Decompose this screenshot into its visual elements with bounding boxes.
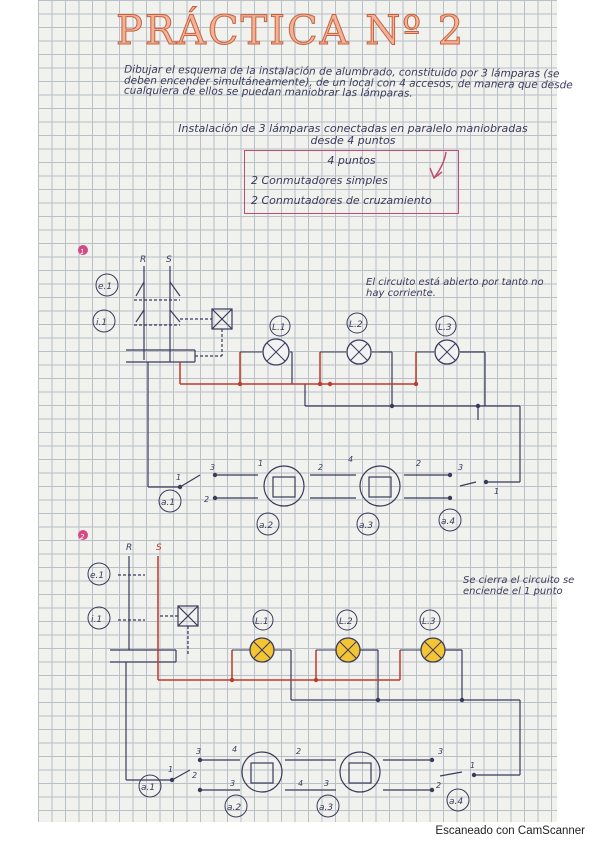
lamp-3-label: L.3 [422,617,436,627]
lamp-on-icon [316,637,361,663]
terminal-label: 4 [232,745,237,754]
graph-paper-sheet: PRÁCTICA Nº 2 Dibujar el esquema de la i… [38,0,574,822]
terminal-label: 2 [204,495,209,504]
terminal-label: 1 [258,459,263,468]
lamp-icon [240,338,292,366]
terminal-label: 2 [192,771,197,780]
e1-label: e.1 [90,571,104,581]
terminal-label: 2 [318,463,323,472]
switch-a4-label: a.4 [441,517,455,527]
materials-box: 4 puntos 2 Conmutadores simples 2 Conmut… [244,150,459,214]
lamp-2-label: L.2 [339,617,353,627]
lamp-2-label: L.2 [349,320,363,330]
phase-wire [179,352,417,385]
section-marker-1 [78,245,88,255]
terminal-label: 4 [298,779,303,788]
note-circuit-closed: Se cierra el circuito se enciende el 1 p… [463,575,575,597]
switch-a3-label: a.3 [359,521,373,531]
material-item: 2 Conmutadores simples [251,174,388,187]
switch-a4-label: a.4 [449,797,463,807]
terminal-label: 1 [470,761,475,770]
switch-a1-label: a.1 [161,498,175,508]
lamp-on-icon [400,637,446,663]
section-marker-label: 2 [80,533,85,541]
switch-a3-label: a.3 [319,803,333,813]
i1-label: i.1 [91,615,102,625]
e1-label-circle [95,273,119,297]
i1-label: i.1 [96,318,107,328]
terminal-label: 3 [438,747,443,756]
terminal-label: 1 [494,487,499,496]
switch-a2-label: a.2 [227,803,241,813]
lamp-icon [320,339,380,365]
phase-s-label: S [166,255,172,265]
section-marker-2 [78,530,88,540]
switch-a1-label: a.1 [141,783,155,793]
terminal-label: 3 [196,747,201,756]
phase-wire [157,556,401,681]
lamp-on-icon [232,637,291,663]
switch-a2-label: a.2 [259,521,273,531]
terminal-label: 3 [230,779,235,788]
scanner-watermark: Escaneado con CamScanner [435,825,585,837]
terminal-label: 4 [348,455,353,464]
lamp-1-label: L.1 [272,323,286,333]
terminal-label: 1 [176,473,181,482]
diagram-open-circuit: 1 R S e.1 i.1 [78,245,521,536]
terminal-label: 3 [458,463,463,472]
i1-label-circle [92,309,116,333]
lamp-3-label: L.3 [438,323,452,333]
phase-r-label: R [126,543,132,553]
terminal-label: 2 [436,781,441,790]
terminal-label: 3 [324,779,329,788]
circuit-heading: Instalación de 3 lámparas conectadas en … [178,122,528,147]
terminal-label: 3 [210,463,215,472]
arrow-icon [429,151,447,180]
terminal-label: 2 [296,747,301,756]
e1-label: e.1 [98,282,112,292]
material-item: 4 puntos [327,154,376,167]
lamp-icon [416,339,460,365]
phase-s-label: S [156,543,162,553]
diagram-closed-circuit: 2 R S e.1 i.1 [78,530,521,818]
terminal-label: 1 [168,765,173,774]
page-title: PRÁCTICA Nº 2 [115,8,466,55]
section-marker-label: 1 [80,248,84,256]
terminal-label: 2 [416,459,421,468]
note-circuit-open: El circuito está abierto por tanto no ha… [366,277,544,299]
lamp-1-label: L.1 [255,617,269,627]
material-item: 2 Conmutadores de cruzamiento [251,194,432,207]
phase-r-label: R [140,255,146,265]
